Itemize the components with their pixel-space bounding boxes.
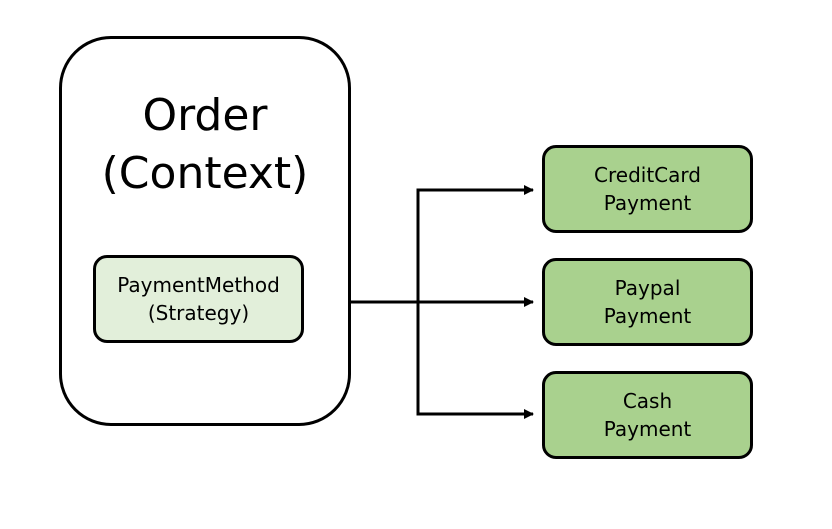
paypal-label-line2: Payment <box>603 304 692 328</box>
context-title-line2: (Context) <box>101 148 309 199</box>
creditcard-label-line2: Payment <box>603 191 692 215</box>
context-title-line1: Order <box>142 90 268 141</box>
paypal-label-line1: Paypal <box>614 276 681 300</box>
creditcard-payment-box: CreditCard Payment <box>542 145 753 233</box>
context-box: Order (Context) <box>59 36 351 426</box>
strategy-box: PaymentMethod (Strategy) <box>93 255 304 343</box>
cash-label-line1: Cash <box>622 389 673 413</box>
paypal-payment-box: Paypal Payment <box>542 258 753 346</box>
cash-label-line2: Payment <box>603 417 692 441</box>
creditcard-label-line1: CreditCard <box>594 163 701 187</box>
cash-payment-box: Cash Payment <box>542 371 753 459</box>
strategy-label-line1: PaymentMethod <box>117 273 280 297</box>
context-title: Order (Context) <box>62 87 348 203</box>
strategy-label-line2: (Strategy) <box>147 301 250 325</box>
